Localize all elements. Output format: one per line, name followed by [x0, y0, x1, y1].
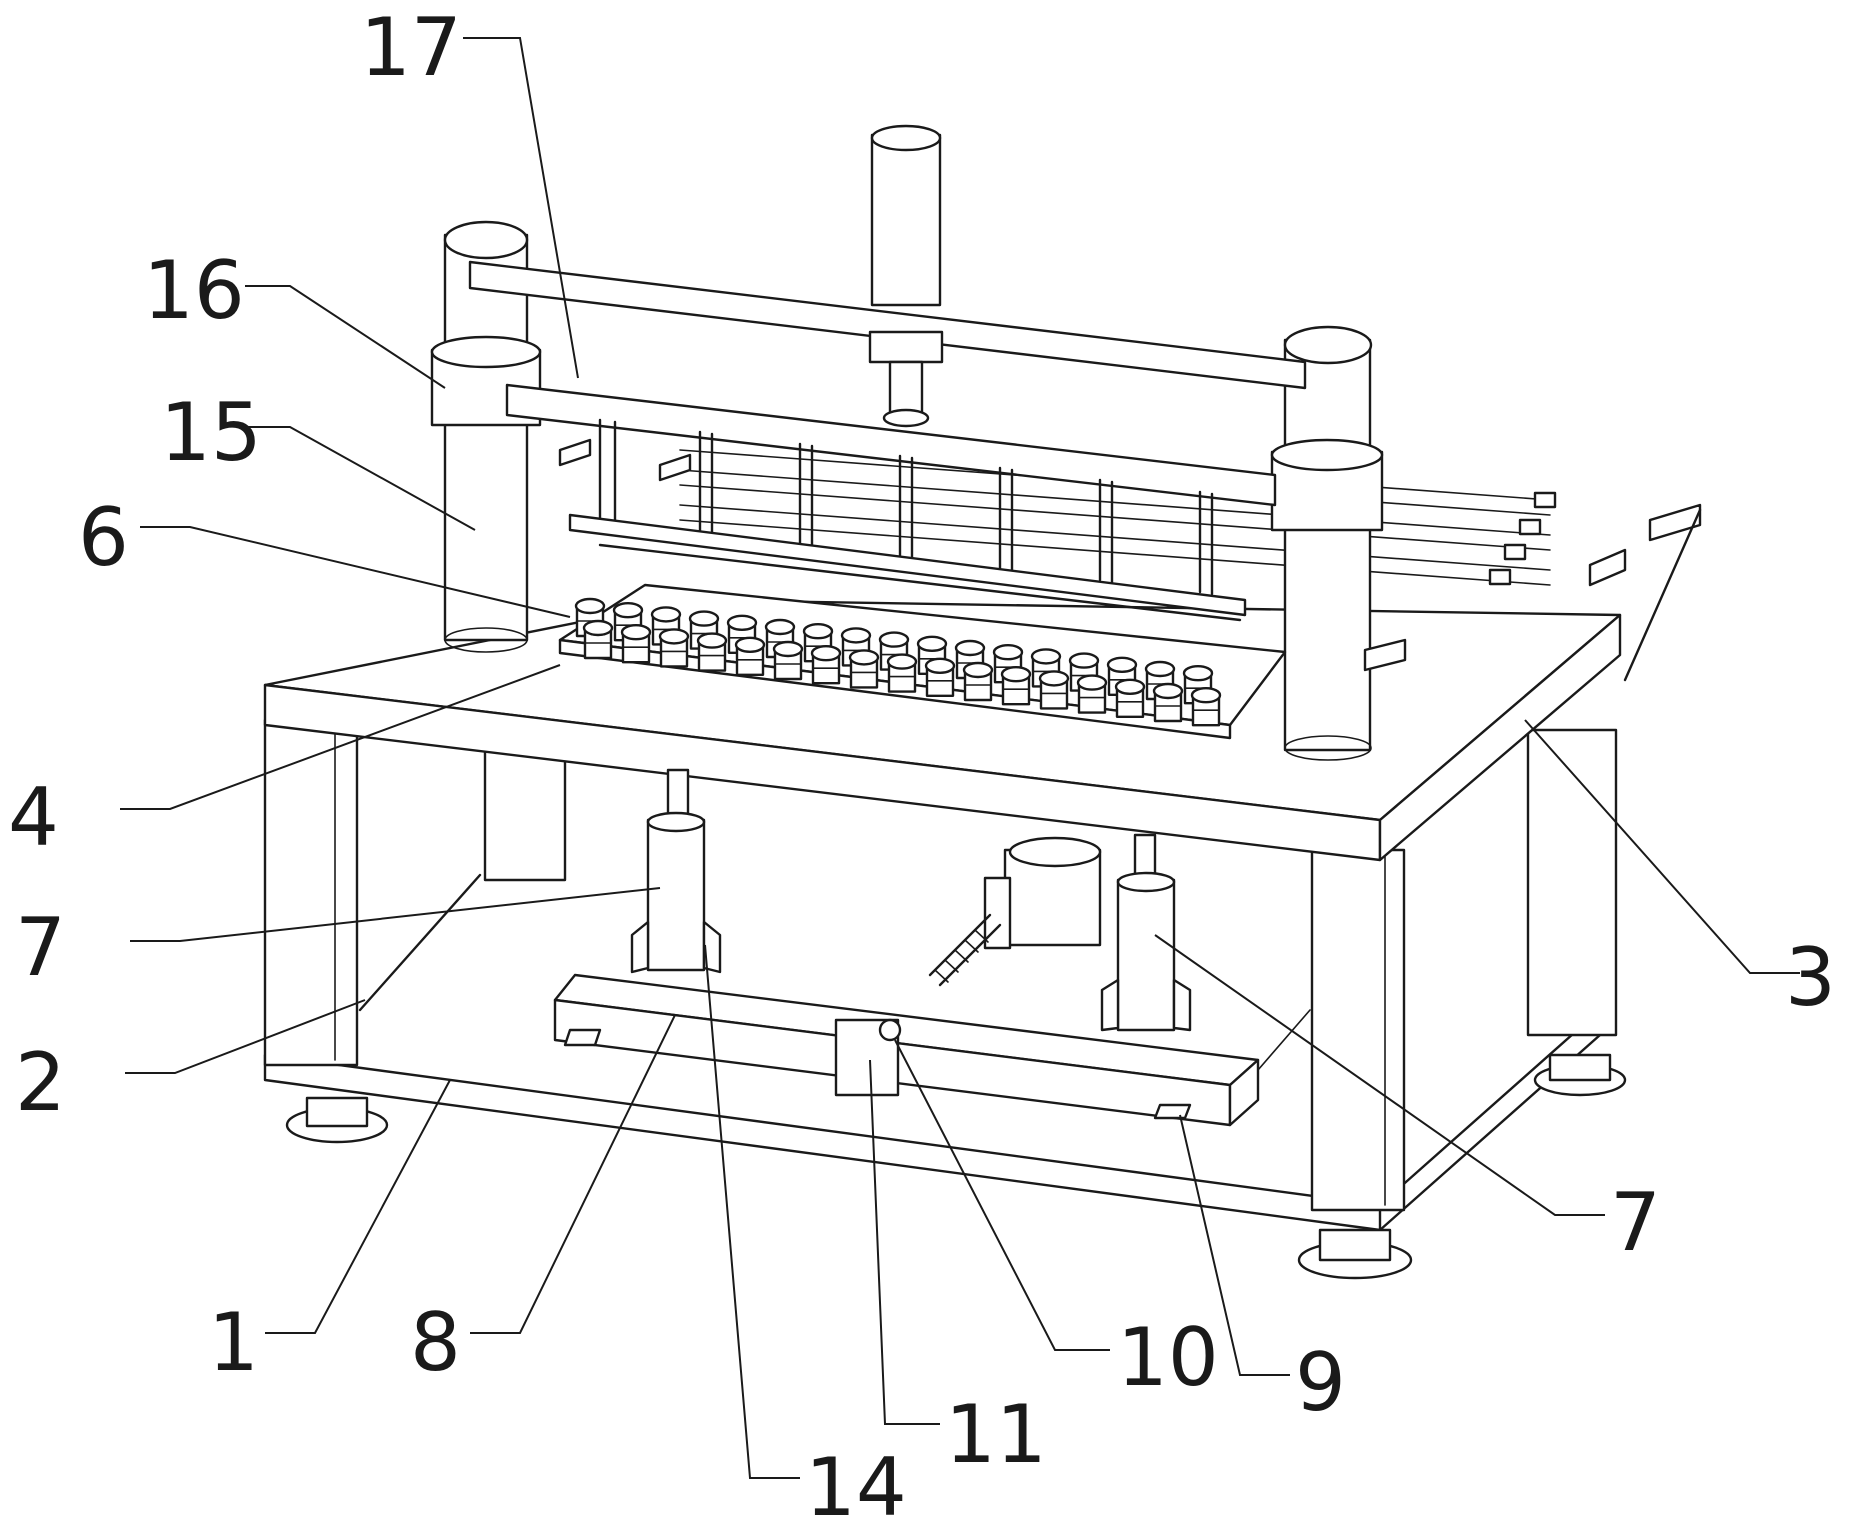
workpiece-part-top: [576, 599, 604, 613]
label-8: 8: [410, 1296, 461, 1389]
label-6: 6: [78, 491, 129, 584]
workpiece-part-top: [1078, 676, 1106, 690]
workpiece-part-top: [1154, 684, 1182, 698]
label-17: 17: [360, 1, 462, 94]
workpiece-part-top: [736, 638, 764, 652]
lifting-cylinder-right: [1102, 835, 1190, 1030]
workpiece-part-top: [652, 607, 680, 621]
workpiece-part-top: [926, 659, 954, 673]
workpiece-part-top: [1192, 688, 1220, 702]
cylinder-rod: [870, 332, 942, 426]
motor: [985, 838, 1100, 948]
workpiece-part-top: [850, 650, 878, 664]
label-16: 16: [143, 244, 245, 337]
workpiece-part-top: [964, 663, 992, 677]
label-7-left: 7: [15, 901, 66, 994]
workpiece-part-top: [766, 620, 794, 634]
workpiece-part-top: [1002, 667, 1030, 681]
workpiece-part-top: [1184, 666, 1212, 680]
label-15: 15: [160, 386, 262, 479]
label-4: 4: [8, 771, 59, 864]
label-7-right: 7: [1610, 1176, 1661, 1269]
workpiece-part-top: [1116, 680, 1144, 694]
workpiece-part-top: [728, 616, 756, 630]
workpiece-part-top: [584, 621, 612, 635]
label-11: 11: [945, 1388, 1047, 1481]
label-2: 2: [15, 1036, 66, 1129]
workpiece-part-top: [1040, 671, 1068, 685]
workpiece-part-top: [774, 642, 802, 656]
workpiece-part-top: [1032, 649, 1060, 663]
workpiece-part-top: [918, 637, 946, 651]
lifting-cylinder-left: [632, 770, 720, 972]
workpiece-part-top: [888, 655, 916, 669]
workpiece-part-top: [1146, 662, 1174, 676]
workpiece-part-top: [660, 629, 688, 643]
workpiece-part-top: [994, 645, 1022, 659]
workpiece-part-top: [842, 628, 870, 642]
workpiece-part-top: [880, 633, 908, 647]
label-9: 9: [1295, 1336, 1346, 1429]
workpiece-part-top: [622, 625, 650, 639]
workpiece-part-top: [690, 612, 718, 626]
workpiece-part-top: [1070, 654, 1098, 668]
label-10: 10: [1117, 1311, 1219, 1404]
workpiece-part-top: [698, 634, 726, 648]
label-14: 14: [805, 1441, 907, 1520]
workpiece-part-top: [1108, 658, 1136, 672]
workpiece-part-top: [956, 641, 984, 655]
label-3: 3: [1785, 931, 1836, 1024]
workpiece-part-top: [804, 624, 832, 638]
nut-block: [836, 1020, 900, 1095]
workpiece-part-top: [614, 603, 642, 617]
label-1: 1: [208, 1296, 259, 1389]
right-column: [1285, 327, 1371, 760]
workpiece-part-top: [812, 646, 840, 660]
